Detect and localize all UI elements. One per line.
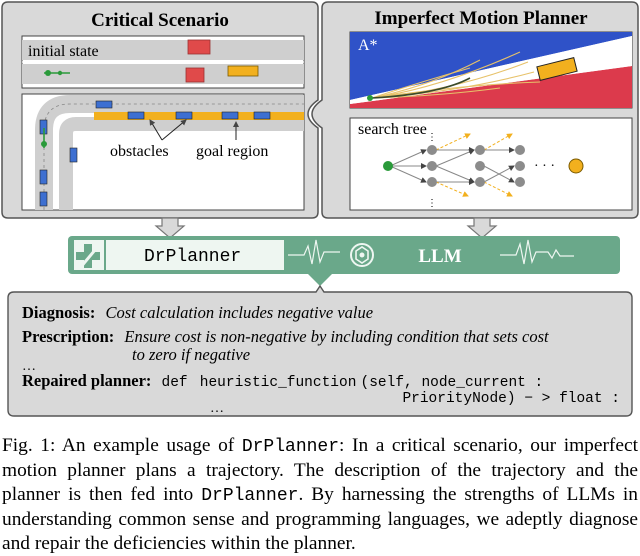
output-box: Diagnosis: Cost calculation includes neg… bbox=[7, 284, 633, 417]
obstacles-label: obstacles bbox=[110, 143, 169, 160]
drplanner-label: DrPlanner bbox=[144, 247, 241, 267]
heartbeat-right bbox=[500, 239, 574, 265]
svg-text:Repaired planner: def: Repaired planner: def heuristic_function… bbox=[22, 371, 543, 391]
caption-drplanner-2: DrPlanner bbox=[201, 486, 299, 506]
obstacle-top-1 bbox=[187, 39, 211, 55]
initial-state-label: initial state bbox=[28, 43, 99, 60]
search-tree-label: search tree bbox=[358, 121, 427, 138]
diagnosis-label: Diagnosis: bbox=[22, 303, 95, 322]
code-args: (self, node_current : bbox=[361, 375, 544, 391]
goal-region-label: goal region bbox=[196, 143, 268, 160]
drplanner-llm-banner: DrPlanner LLM bbox=[68, 236, 620, 286]
code-function-name: heuristic_function bbox=[200, 375, 357, 391]
svg-text:⋮: ⋮ bbox=[427, 132, 437, 143]
astar-label: A* bbox=[358, 37, 378, 54]
code-line-2: PriorityNode) − > float : bbox=[402, 391, 620, 407]
llm-label: LLM bbox=[418, 246, 461, 267]
code-def: def bbox=[162, 375, 188, 391]
tree-ellipsis: · · · bbox=[534, 159, 555, 174]
ego-trajectory bbox=[41, 128, 47, 148]
prescription-line1: Ensure cost is non-negative by including… bbox=[123, 327, 549, 346]
critical-scenario-title: Critical Scenario bbox=[91, 10, 229, 31]
search-tree: search tree bbox=[349, 117, 633, 211]
output-ellipsis-1: … bbox=[22, 359, 36, 374]
diagnosis-text: Cost calculation includes negative value bbox=[105, 303, 373, 322]
caption-part-1: Fig. 1: An example usage of bbox=[2, 435, 242, 456]
svg-text:Prescription: Ensure cos: Prescription: Ensure cost is non-negativ… bbox=[22, 327, 549, 346]
repaired-planner-label: Repaired planner: bbox=[22, 371, 151, 390]
svg-text:Diagnosis: Cost calculat: Diagnosis: Cost calculation includes neg… bbox=[22, 303, 373, 322]
start-node bbox=[383, 161, 393, 171]
heartbeat-left bbox=[288, 239, 340, 265]
goal-top bbox=[227, 65, 259, 77]
prescription-line2: to zero if negative bbox=[132, 345, 250, 364]
motion-planner-panel: Imperfect Motion Planner A* bbox=[311, 1, 639, 219]
prescription-label: Prescription: bbox=[22, 327, 114, 346]
openai-icon bbox=[350, 243, 374, 267]
figure-1: Critical Scenario initial state bbox=[1, 1, 639, 417]
obstacles-vehicles bbox=[39, 100, 271, 207]
caption-part-2: : In a critical scenario, our imperfect … bbox=[2, 435, 638, 505]
goal-node bbox=[568, 158, 584, 174]
figure-caption: Fig. 1: An example usage of DrPlanner: I… bbox=[2, 434, 638, 556]
obstacle-top-2 bbox=[185, 67, 205, 83]
caption-drplanner-1: DrPlanner bbox=[241, 437, 340, 457]
ego-initial-top bbox=[44, 70, 70, 76]
connector-arrows bbox=[154, 217, 498, 239]
astar-visualization: A* bbox=[349, 31, 633, 109]
motion-planner-title: Imperfect Motion Planner bbox=[374, 8, 588, 29]
critical-scenario-panel: Critical Scenario initial state bbox=[1, 1, 319, 219]
output-ellipsis-2: … bbox=[210, 401, 224, 416]
drplanner-logo-icon bbox=[74, 240, 104, 270]
svg-text:⋮: ⋮ bbox=[427, 198, 437, 209]
